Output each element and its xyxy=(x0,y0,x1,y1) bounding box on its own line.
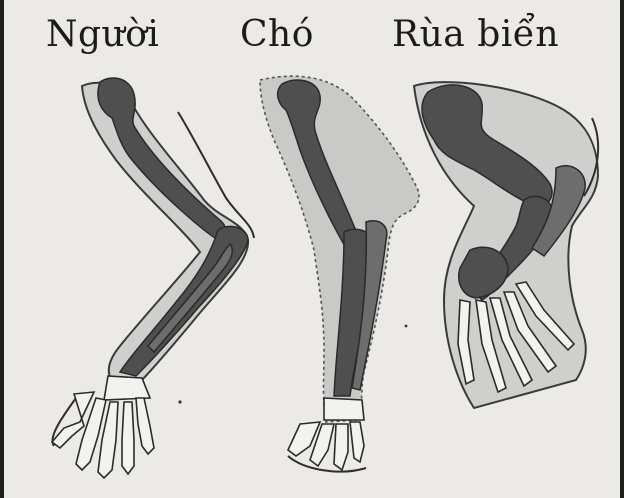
human-arm xyxy=(52,78,254,478)
dog-paw xyxy=(288,398,366,472)
limb-illustrations xyxy=(4,0,620,498)
speck xyxy=(405,325,408,328)
turtle-flipper xyxy=(414,82,598,408)
speck xyxy=(178,400,181,403)
human-hand xyxy=(52,376,154,478)
dog-leg xyxy=(260,76,419,471)
